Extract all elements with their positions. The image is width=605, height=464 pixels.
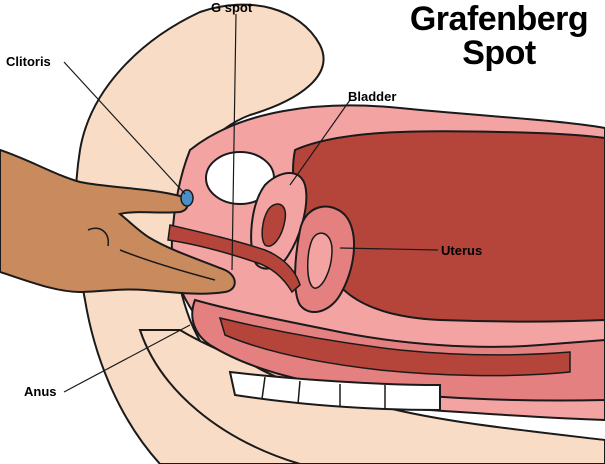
label-uterus: Uterus — [441, 243, 483, 258]
vaginal-canal — [167, 224, 301, 294]
clitoris-shape — [180, 189, 194, 207]
hand — [0, 148, 236, 295]
vertebra-line-1 — [261, 376, 266, 400]
leader-clitoris — [63, 61, 186, 195]
sacrum — [228, 370, 441, 412]
title-line-2: Spot — [462, 34, 536, 72]
leader-anus — [63, 324, 191, 393]
leader-uterus — [339, 247, 439, 251]
title-line-1: Grafenberg — [409, 0, 589, 38]
label-anus: Anus — [24, 384, 57, 399]
label-clitoris: Clitoris — [6, 54, 51, 69]
rectum-inner — [218, 316, 571, 377]
hand-knuckle-line — [87, 227, 109, 247]
label-bladder: Bladder — [348, 89, 397, 104]
leader-g-spot — [231, 13, 237, 271]
vertebra-line-2 — [297, 380, 301, 405]
bladder-inner — [261, 203, 287, 247]
hand-finger-line — [119, 249, 216, 281]
leader-bladder — [289, 99, 351, 186]
label-g-spot: G spot — [211, 0, 253, 15]
uterus-inner — [307, 232, 333, 289]
diagram-title: Grafenberg Spot — [399, 2, 599, 70]
